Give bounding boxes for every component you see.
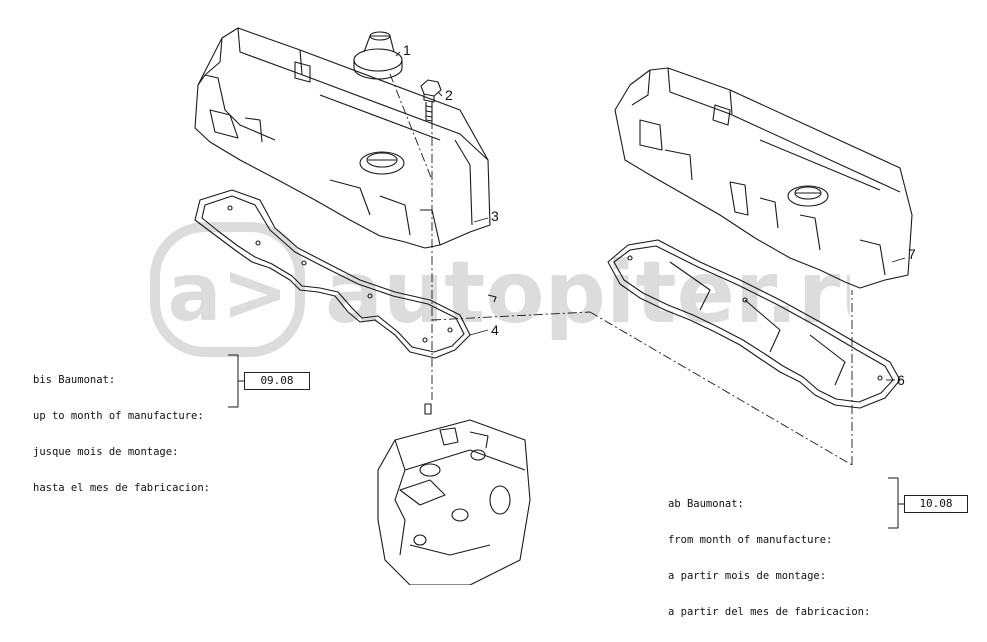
note-brackets — [228, 354, 904, 529]
right-date-box: 10.08 — [904, 495, 968, 513]
right-note: ab Baumonat: from month of manufacture: … — [668, 474, 870, 642]
gasket-left — [194, 189, 497, 359]
right-note-line: a partir mois de montage: — [668, 570, 827, 582]
callout-7: 7 — [908, 246, 916, 262]
callout-4: 2 — [445, 87, 453, 103]
watermark-text: autopiter.ru — [325, 243, 850, 343]
left-note-line: jusque mois de montage: — [33, 446, 179, 458]
gasket-right — [607, 239, 901, 409]
right-note-line: a partir del mes de fabricacion: — [668, 606, 871, 618]
callout-2: 4 — [491, 322, 499, 338]
parts-diagram: a> autopiter.ru — [33, 27, 968, 618]
callout-3: 1 — [403, 42, 411, 58]
watermark-badge-letters: a> — [167, 246, 288, 339]
right-note-line: ab Baumonat: — [668, 498, 744, 510]
guide-lines — [389, 73, 853, 466]
left-note-line: hasta el mes de fabricacion: — [33, 482, 211, 494]
right-note-line: from month of manufacture: — [668, 534, 833, 546]
exploded-view-drawing — [194, 27, 913, 585]
callout-1: 3 — [491, 208, 499, 224]
left-note: bis Baumonat: up to month of manufacture… — [33, 350, 210, 518]
watermark-logo: a> autopiter.ru — [150, 222, 850, 357]
left-date-box: 09.08 — [244, 372, 310, 390]
cylinder-head — [377, 403, 531, 585]
bolt — [420, 79, 442, 122]
left-note-line: up to month of manufacture: — [33, 410, 204, 422]
leader-lines — [395, 51, 906, 381]
oil-filler-cap — [353, 31, 403, 80]
valve-cover-right — [614, 67, 913, 289]
callout-6: 6 — [897, 372, 905, 388]
left-note-line: bis Baumonat: — [33, 374, 116, 386]
valve-cover-left — [194, 27, 491, 249]
